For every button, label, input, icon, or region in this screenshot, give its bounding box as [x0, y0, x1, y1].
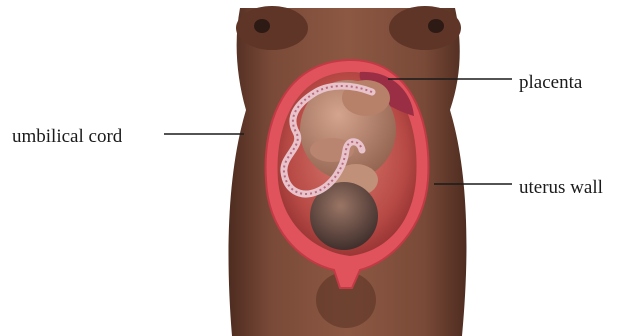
left-breast [236, 6, 308, 50]
right-breast [389, 6, 461, 50]
umbilical-cord-label: umbilical cord [12, 127, 122, 146]
left-nipple [254, 19, 270, 33]
right-nipple [428, 19, 444, 33]
uterus-wall-label: uterus wall [519, 178, 603, 197]
placenta-label: placenta [519, 73, 582, 92]
